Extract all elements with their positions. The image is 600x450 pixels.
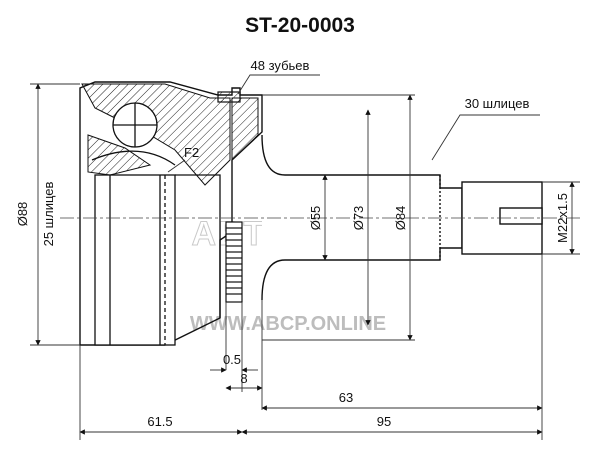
label-splines-outer: 30 шлицев [465,96,530,111]
label-teeth: 48 зубьев [251,58,310,73]
label-f2: F2 [184,145,199,160]
dim-d55: Ø55 [308,206,323,231]
abs-tone-ring [217,91,243,303]
dim-ring: 8 [240,371,247,386]
dim-gap: 0.5 [223,352,241,367]
dim-total-right: 95 [377,414,391,429]
label-splines-inner: 25 шлицев [41,182,56,247]
dim-d84: Ø84 [393,206,408,231]
inner-race [91,102,221,346]
dim-d88: Ø88 [15,202,30,227]
dimension-lines [30,74,580,440]
dim-d73: Ø73 [351,206,366,231]
dim-body: 61.5 [147,414,172,429]
watermark-url: WWW.ABCP.ONLINE [190,313,386,335]
dim-thread: M22x1.5 [555,193,570,243]
dim-shaft: 63 [339,390,353,405]
part-number-title: ST-20-0003 [245,14,355,37]
